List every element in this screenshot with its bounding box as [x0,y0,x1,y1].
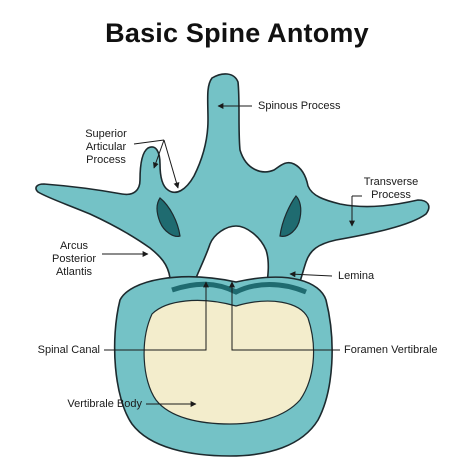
label-lemina: Lemina [338,270,375,282]
label-vertibrale-body: Vertibrale Body [67,398,142,410]
leader-spinal-canal [104,281,209,351]
leader-lemina [289,271,333,278]
label-foramen-vertibrale: Foramen Vertibrale [344,344,438,356]
posterior-arch [35,73,430,293]
label-superior-articular-process: Superior Articular Process [85,128,127,166]
label-transverse-process: Transverse Process [363,176,419,201]
label-spinal-canal: Spinal Canal [37,344,100,356]
vertebral-body-core [143,299,315,425]
leader-superior-2 [152,139,165,169]
leader-superior-1 [133,139,165,145]
right-articular-facet [279,195,302,237]
leader-foramen [229,281,340,351]
leader-superior-3 [163,139,180,189]
diagram-title: Basic Spine Antomy [105,18,369,48]
label-spinous-process: Spinous Process [258,100,341,112]
canal-rim [171,281,307,295]
left-articular-facet [156,197,181,237]
label-arcus-posterior-atlantis: Arcus Posterior Atlantis [51,240,97,278]
